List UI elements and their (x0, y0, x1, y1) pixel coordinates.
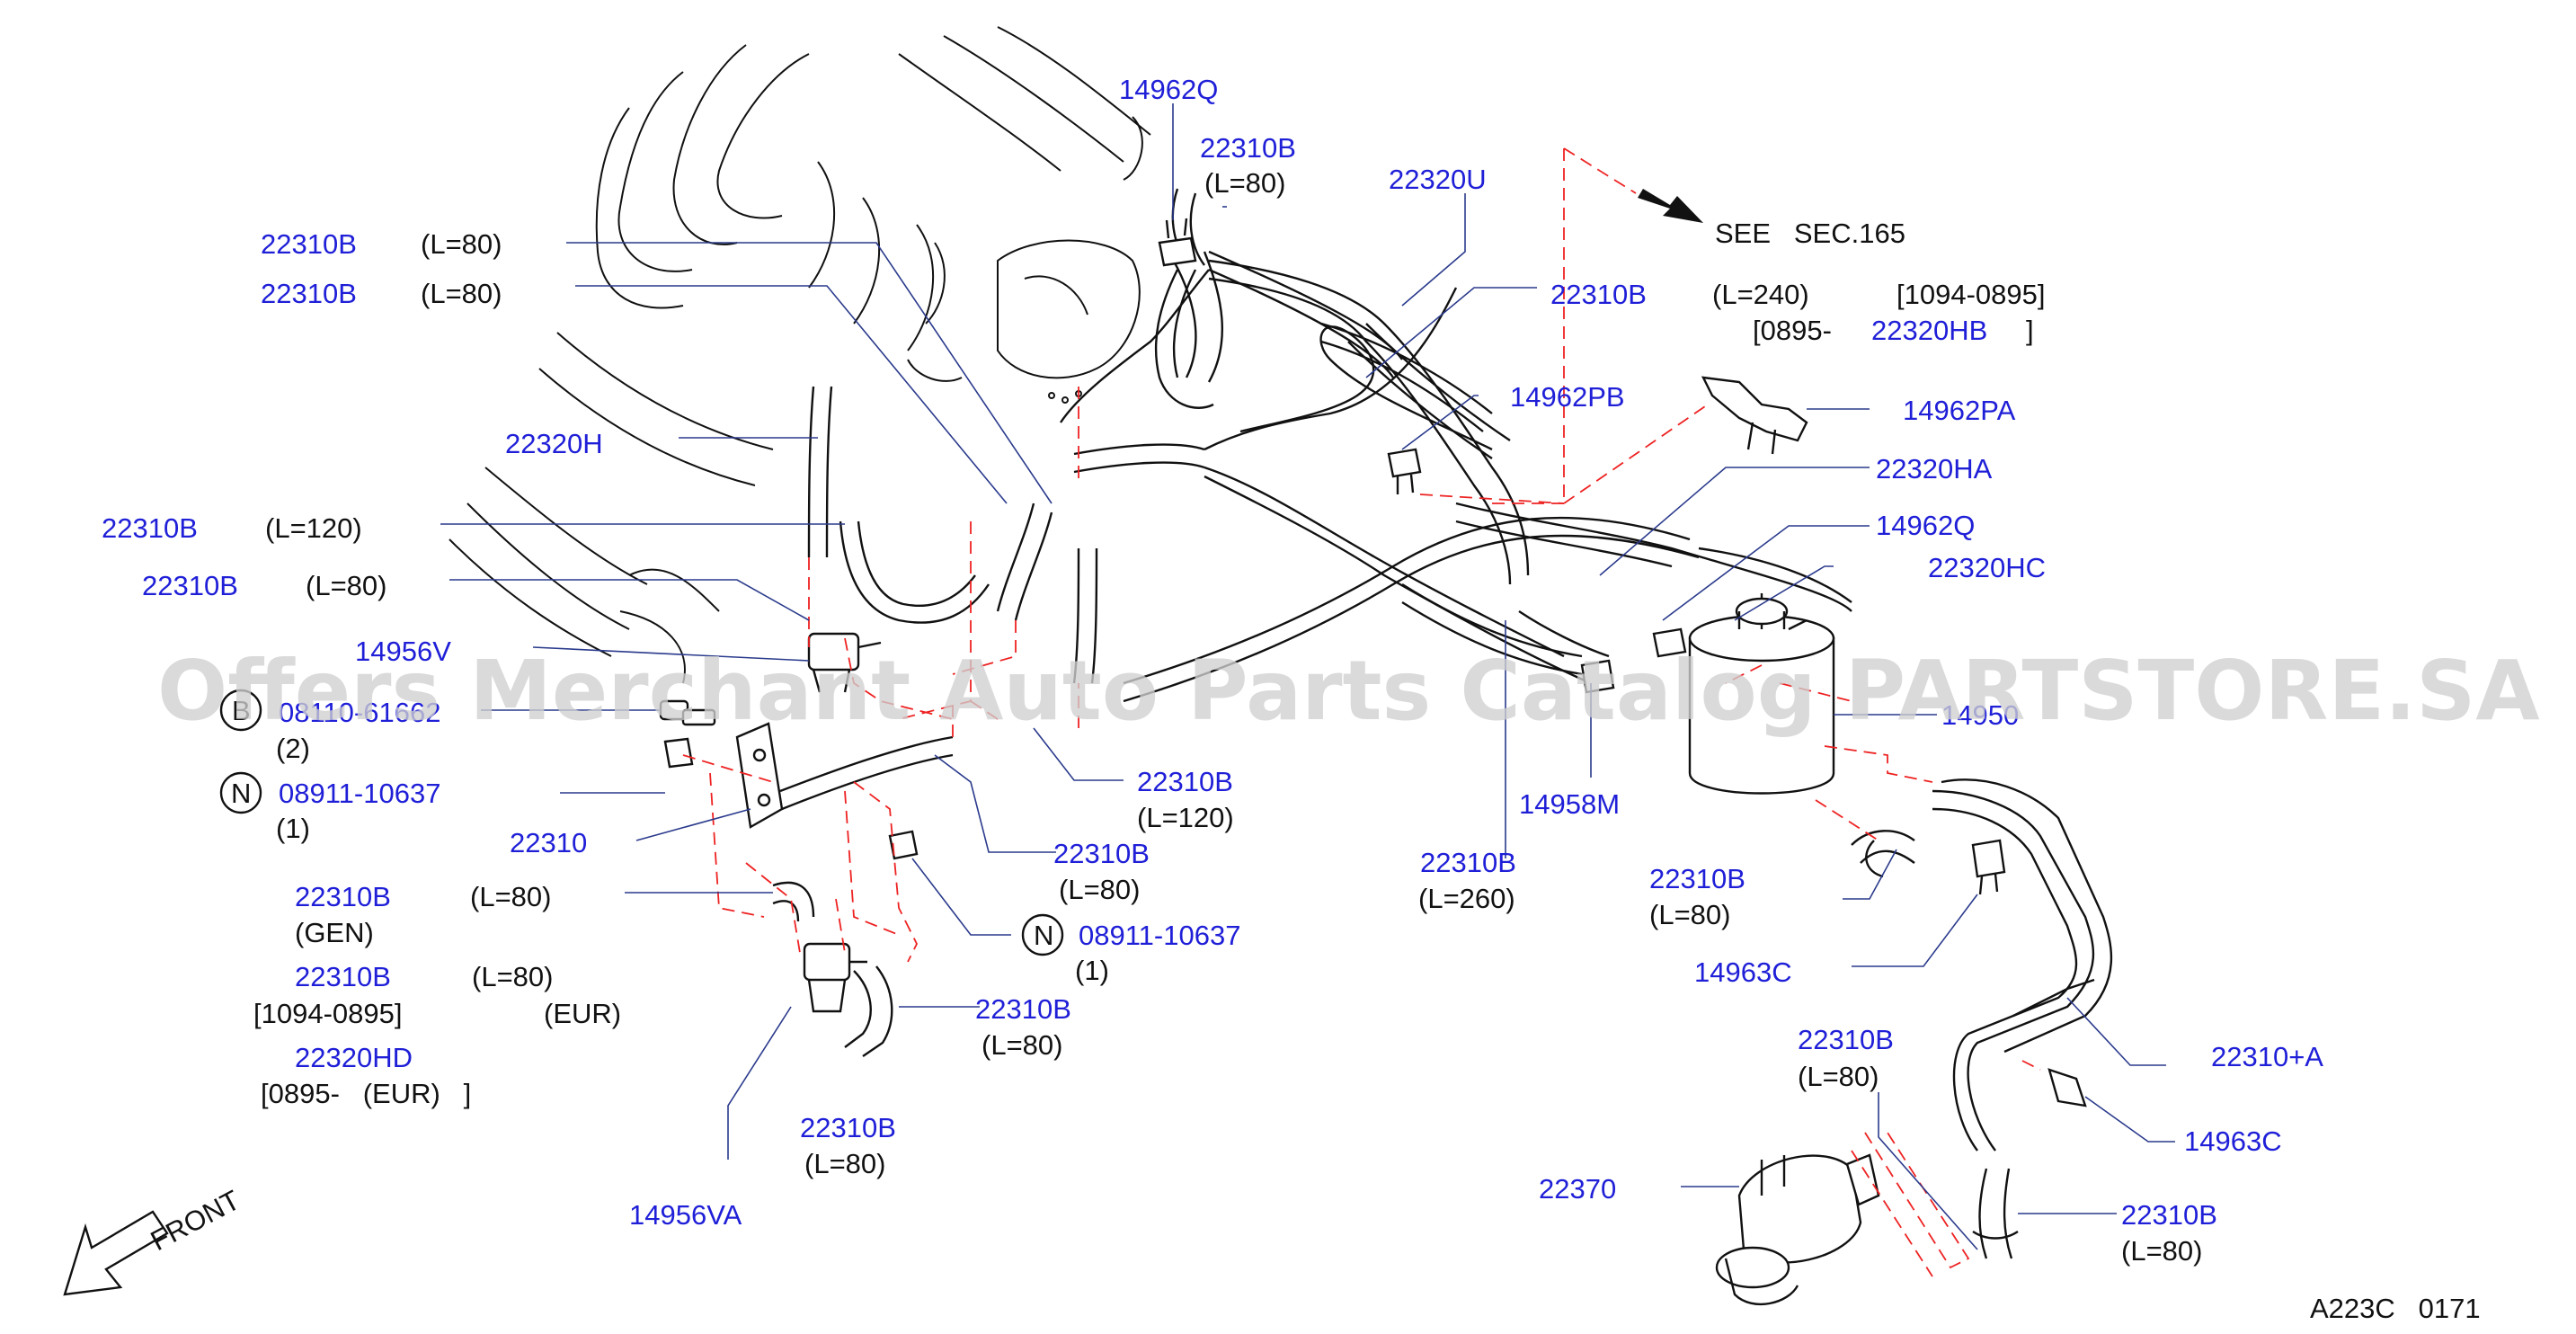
nut-symbol-circle-a (219, 771, 262, 814)
length-note: (L=120) (1137, 802, 1234, 833)
length-note: (L=80) (472, 961, 553, 992)
front-label: FRONT (146, 1184, 245, 1257)
variant-note: (EUR) (544, 998, 621, 1029)
length-note: (L=120) (265, 512, 362, 544)
part-label[interactable]: 22310B (1649, 863, 1745, 894)
nut-08911-b (888, 830, 919, 860)
part-label[interactable]: 22310B (975, 993, 1071, 1025)
part-label[interactable]: 14956VA (629, 1199, 742, 1231)
part-label[interactable]: 08911-10637 (279, 778, 440, 809)
quantity-note: (1) (276, 813, 310, 844)
part-label[interactable]: 14950 (1941, 699, 2019, 731)
hoses-and-pipes (807, 188, 2113, 1259)
part-label[interactable]: 22310B (1420, 847, 1516, 878)
clamp-14962q-top (1158, 218, 1197, 267)
engine-outline (449, 26, 1151, 684)
part-label[interactable]: 22320HA (1876, 453, 1993, 485)
part-label[interactable]: 22310B (102, 512, 198, 544)
part-label[interactable]: 22310B (2121, 1199, 2217, 1231)
part-label[interactable]: 22320HC (1928, 552, 2046, 583)
length-note: (L=260) (1418, 883, 1515, 914)
nut-symbol-circle-b (1021, 913, 1064, 956)
clamp-14963c-upper (1971, 839, 2006, 895)
part-label[interactable]: 22310B (261, 278, 357, 309)
part-label[interactable]: 22310B (800, 1112, 896, 1143)
date-range-note: [1094-0895] (253, 998, 402, 1029)
part-label[interactable]: 14962PB (1510, 381, 1625, 413)
length-note: (L=80) (2121, 1235, 2202, 1267)
part-label[interactable]: 22320H (505, 428, 603, 459)
part-label[interactable]: 22310B (295, 881, 391, 912)
nut-symbol-letter: N (231, 778, 251, 809)
canister-14950 (1688, 593, 1835, 795)
length-note: (L=80) (470, 881, 551, 912)
nut-08911-a (663, 737, 694, 769)
bolt-08110 (659, 699, 716, 726)
length-note: (L=80) (421, 228, 502, 260)
part-label[interactable]: 22320U (1389, 164, 1487, 195)
part-label[interactable]: 22310+A (2211, 1041, 2323, 1072)
part-label[interactable]: 22310B (1053, 838, 1150, 869)
date-range-note: [0895- (1753, 315, 1832, 346)
length-note: (L=80) (982, 1029, 1062, 1061)
clamp-14962q-right (1652, 627, 1687, 658)
length-note: (L=80) (1059, 874, 1140, 905)
clamp-14962pa (1701, 376, 1808, 455)
date-range-note: ] (2026, 315, 2034, 346)
diagram-code: A223C 0171 (2310, 1293, 2481, 1324)
part-label[interactable]: 22320HD (295, 1042, 413, 1073)
length-note: (L=80) (1798, 1061, 1879, 1092)
part-label[interactable]: 22310B (1137, 766, 1233, 797)
part-label[interactable]: 22310 (510, 827, 587, 858)
components (659, 218, 2087, 1306)
part-label[interactable]: 22320HB (1871, 315, 1987, 346)
part-label[interactable]: 08911-10637 (1079, 920, 1240, 951)
date-range-note: [1094-0895] (1896, 279, 2045, 310)
part-label[interactable]: 22310B (1550, 279, 1647, 310)
part-label[interactable]: 22310B (261, 228, 357, 260)
bolt-symbol-letter: B (232, 695, 251, 726)
length-note: (L=80) (1649, 899, 1730, 930)
quantity-note: (1) (1075, 955, 1109, 986)
part-label[interactable]: 14962Q (1119, 74, 1218, 105)
part-label[interactable]: 14963C (2184, 1125, 2282, 1157)
front-arrow-icon (63, 1210, 169, 1296)
part-label[interactable]: 08110-61662 (279, 697, 440, 728)
valve-22370 (1715, 1153, 1880, 1306)
length-note: (L=80) (306, 570, 386, 601)
length-note: (L=80) (1204, 167, 1285, 199)
date-range-note: [0895- (EUR) ] (261, 1078, 471, 1109)
part-label[interactable]: 22370 (1539, 1173, 1616, 1205)
clamp-14962pb (1387, 448, 1422, 494)
leader-lines (440, 103, 2175, 1250)
see-section-note[interactable]: SEE SEC.165 (1715, 218, 1905, 249)
part-label[interactable]: 14956V (355, 636, 451, 667)
vsv-14956va (803, 942, 867, 1013)
see-section-arrow-icon (1638, 189, 1703, 223)
labels: 14962Q 22310B (L=80) 22320U 22310B (L=80… (102, 74, 2481, 1324)
nut-symbol-letter: N (1034, 920, 1053, 951)
bolt-symbol-circle (219, 689, 262, 732)
elbow-hose-right (1865, 840, 1884, 878)
watermark: Offers Merchant Auto Parts Catalog PARTS… (157, 643, 2540, 739)
reference-dashes (682, 147, 2041, 1277)
part-label[interactable]: 22310B (295, 961, 391, 992)
part-label[interactable]: 22310B (1798, 1024, 1894, 1055)
part-label[interactable]: 14958M (1519, 788, 1620, 820)
part-label[interactable]: 14962PA (1903, 395, 2016, 426)
part-label[interactable]: 14963C (1694, 956, 1792, 988)
clamp-14958m (1580, 659, 1615, 694)
length-note: (L=80) (421, 278, 502, 309)
clamp-14963c-lower (2047, 1068, 2087, 1107)
part-label[interactable]: 14962Q (1876, 510, 1975, 541)
bracket-22310 (735, 722, 954, 829)
elbow-hose-bottom (844, 965, 893, 1057)
quantity-note: (2) (276, 733, 310, 764)
part-label[interactable]: 22310B (1200, 132, 1296, 164)
variant-note: (GEN) (295, 917, 374, 948)
length-note: (L=240) (1712, 279, 1809, 310)
part-label[interactable]: 22310B (142, 570, 238, 601)
length-note: (L=80) (804, 1148, 885, 1179)
